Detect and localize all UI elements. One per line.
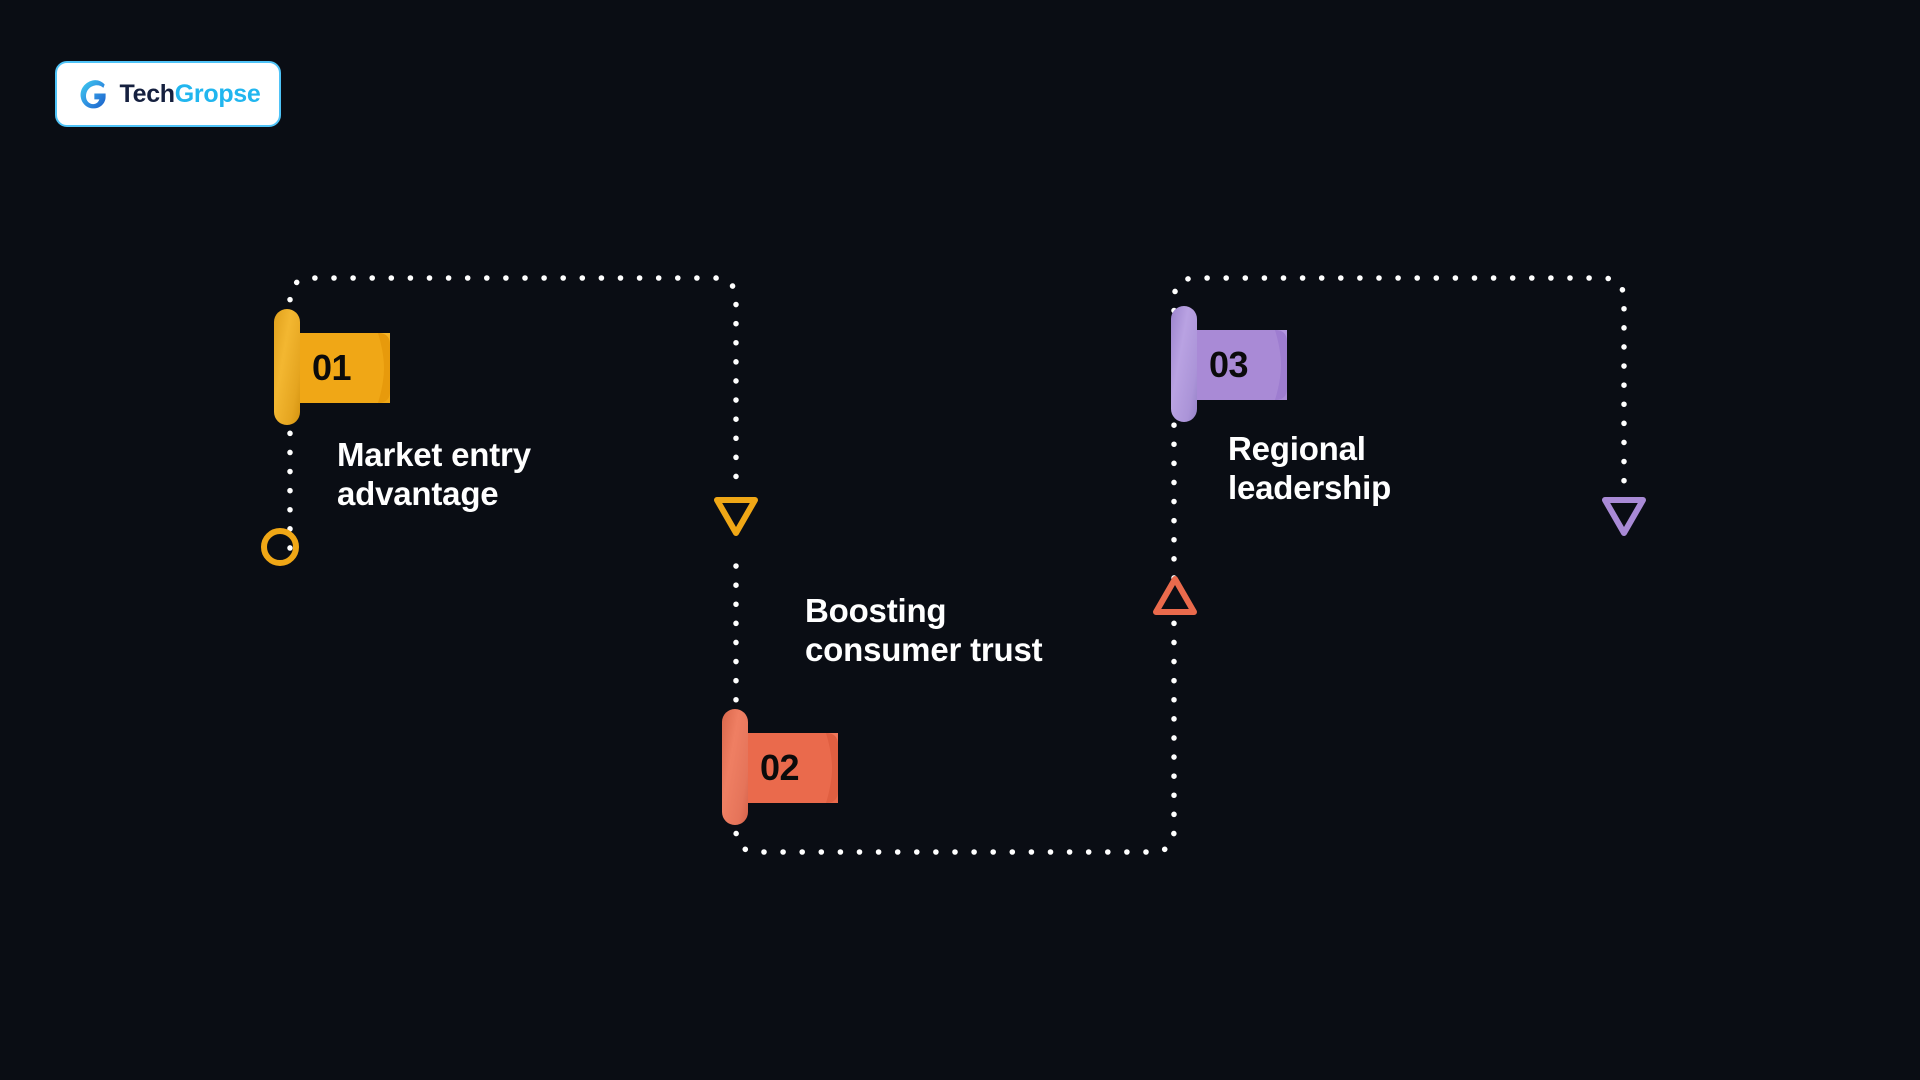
triangle-down-marker-03 xyxy=(1597,488,1651,547)
circle-outline-marker-01 xyxy=(258,525,302,574)
flag-number-02: 02 xyxy=(760,747,800,788)
triangle-up-marker-02 xyxy=(1148,570,1202,629)
step-marker-03[interactable]: 03 xyxy=(1171,306,1287,422)
brand-logo-text: TechGropse xyxy=(119,79,261,108)
step-marker-02[interactable]: 02 xyxy=(722,709,838,825)
flag-pole-01 xyxy=(274,309,300,425)
flag-number-03: 03 xyxy=(1209,344,1249,385)
step-marker-01[interactable]: 01 xyxy=(274,309,390,425)
step-title-03: Regional leadership xyxy=(1228,430,1392,506)
step-title-02: Boosting consumer trust xyxy=(805,592,1043,668)
flag-number-01: 01 xyxy=(312,347,352,388)
brand-logo-text-part1: Tech xyxy=(119,79,175,108)
brand-logo[interactable]: TechGropse xyxy=(55,61,281,127)
step-title-01: Market entry advantage xyxy=(337,436,531,512)
brand-logo-text-part2: Gropse xyxy=(174,79,261,108)
triangle-down-marker-01 xyxy=(709,488,763,547)
g-swirl-icon xyxy=(75,76,111,112)
flag-pole-02 xyxy=(722,709,748,825)
flag-pole-03 xyxy=(1171,306,1197,422)
